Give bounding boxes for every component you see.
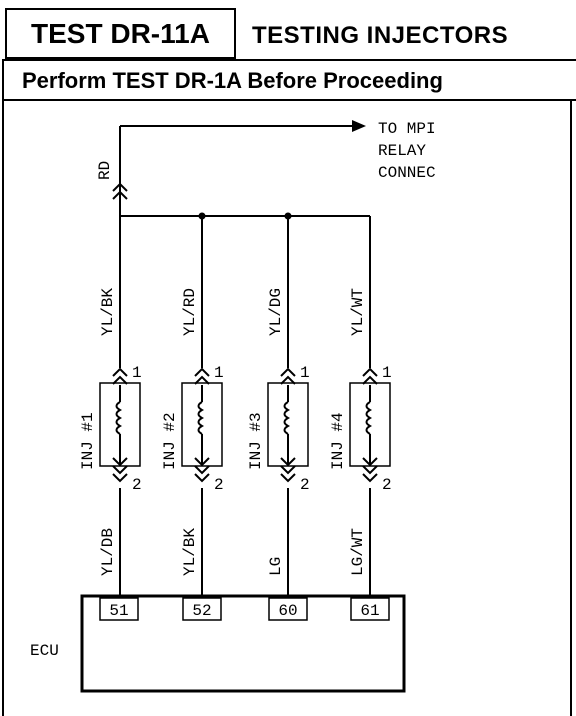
ecu-block: 51 52 60 61 ECU xyxy=(30,594,406,693)
coil-icon xyxy=(197,385,205,464)
relay-arrow-icon xyxy=(352,120,366,132)
lower-wire-color: YL/DB xyxy=(99,528,117,576)
connector-chevron-icon xyxy=(112,465,128,475)
injector-branch-3: YL/DG LG 1 2 INJ #3 xyxy=(247,216,310,598)
injector-branch-1: YL/BK YL/DB 1 2 INJ #1 xyxy=(79,216,142,598)
connector-chevron-icon xyxy=(280,473,296,483)
pin-bottom-number: 2 xyxy=(214,476,224,494)
connector-chevron-icon xyxy=(362,457,378,467)
upper-wire-color: YL/RD xyxy=(181,288,199,336)
prerequisite-note: Perform TEST DR-1A Before Proceeding xyxy=(22,68,443,93)
injector-name: INJ #2 xyxy=(161,412,179,470)
lower-wire-color: LG/WT xyxy=(349,528,367,576)
connector-chevron-icon xyxy=(112,457,128,467)
connector-chevron-icon xyxy=(362,375,378,385)
injector-name: INJ #1 xyxy=(79,412,97,470)
lower-wire-color: LG xyxy=(267,557,285,576)
pin-bottom-number: 2 xyxy=(300,476,310,494)
supply-wire-color: RD xyxy=(96,161,114,180)
connector-chevron-icon xyxy=(362,473,378,483)
connector-chevron-icon xyxy=(112,182,128,192)
pin-top-number: 1 xyxy=(214,364,224,382)
upper-wire-color: YL/BK xyxy=(99,288,117,336)
connector-chevron-icon xyxy=(280,457,296,467)
connector-chevron-icon xyxy=(112,367,128,377)
test-id: TEST DR-11A xyxy=(31,17,210,49)
injector-branch-2: YL/RD YL/BK 1 2 INJ #2 xyxy=(161,216,224,598)
pin-bottom-number: 2 xyxy=(132,476,142,494)
ecu-pin-52: 52 xyxy=(182,597,222,621)
upper-wire-color: YL/WT xyxy=(349,288,367,336)
ecu-pin-number: 60 xyxy=(278,602,297,620)
test-id-box: TEST DR-11A xyxy=(5,8,236,59)
lower-wire-color: YL/BK xyxy=(181,528,199,576)
ecu-label: ECU xyxy=(30,642,59,660)
connector-chevron-icon xyxy=(194,465,210,475)
connector-chevron-icon xyxy=(112,375,128,385)
relay-feed: TO MPI RELAY CONNEC RD xyxy=(96,120,436,216)
pin-bottom-number: 2 xyxy=(382,476,392,494)
pin-top-number: 1 xyxy=(382,364,392,382)
connector-chevron-icon xyxy=(280,375,296,385)
relay-label-line-2: RELAY xyxy=(378,142,426,160)
connector-chevron-icon xyxy=(194,367,210,377)
ecu-pin-number: 52 xyxy=(192,602,211,620)
test-title: TESTING INJECTORS xyxy=(252,22,509,49)
connector-chevron-icon xyxy=(112,473,128,483)
connector-chevron-icon xyxy=(194,473,210,483)
connector-chevron-icon xyxy=(112,190,128,200)
injector-name: INJ #3 xyxy=(247,412,265,470)
coil-icon xyxy=(283,385,291,464)
connector-chevron-icon xyxy=(194,375,210,385)
injector-name: INJ #4 xyxy=(329,412,347,470)
connector-chevron-icon xyxy=(194,457,210,467)
coil-icon xyxy=(115,385,123,464)
connector-chevron-icon xyxy=(280,367,296,377)
ecu-pin-51: 51 xyxy=(99,597,139,621)
relay-label-line-1: TO MPI xyxy=(378,120,436,138)
injector-branch-4: YL/WT LG/WT 1 2 INJ #4 xyxy=(329,216,392,598)
ecu-pin-number: 51 xyxy=(109,602,128,620)
ecu-pin-number: 61 xyxy=(360,602,379,620)
connector-chevron-icon xyxy=(362,367,378,377)
connector-chevron-icon xyxy=(362,465,378,475)
pin-top-number: 1 xyxy=(132,364,142,382)
connector-chevron-icon xyxy=(280,465,296,475)
upper-wire-color: YL/DG xyxy=(267,288,285,336)
ecu-pin-60: 60 xyxy=(268,597,308,621)
pin-top-number: 1 xyxy=(300,364,310,382)
ecu-pin-61: 61 xyxy=(350,597,390,621)
coil-icon xyxy=(365,385,373,464)
relay-label-line-3: CONNEC xyxy=(378,164,436,182)
